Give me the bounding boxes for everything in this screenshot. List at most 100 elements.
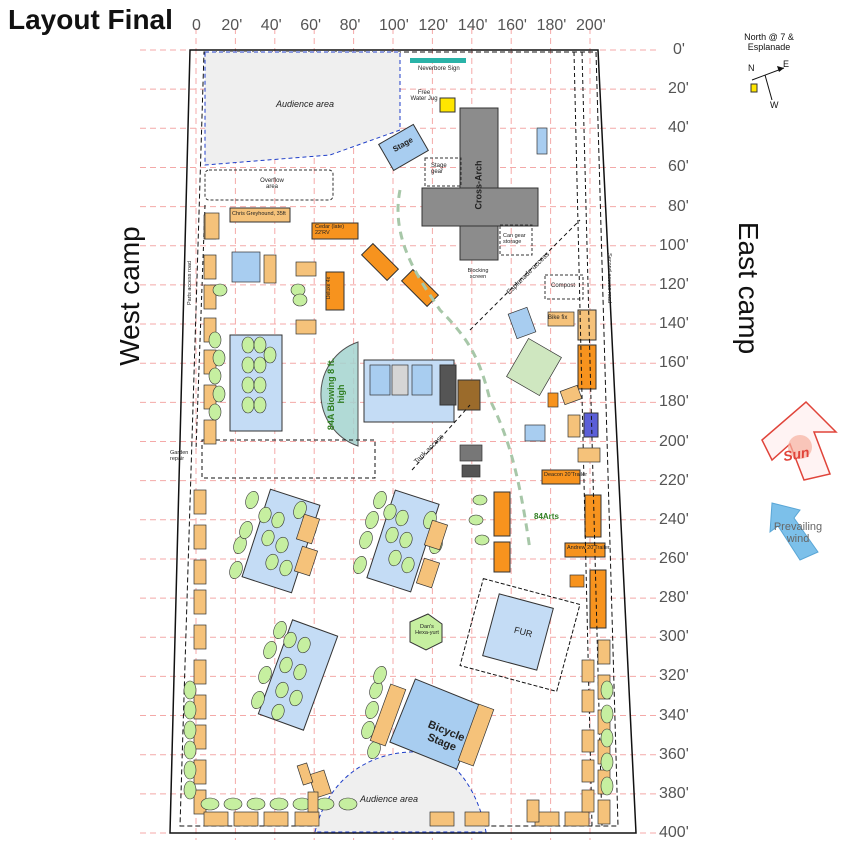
y-tick-label: 20' — [668, 80, 689, 98]
car-nw — [204, 212, 220, 240]
audience-area-top — [204, 51, 401, 166]
orange-small — [569, 574, 585, 588]
car-east-inner — [581, 729, 595, 753]
pod — [183, 740, 197, 760]
bike-fix-box — [547, 311, 575, 327]
water-jug-icon — [439, 97, 456, 113]
y-tick-label: 180' — [659, 393, 689, 411]
car-bottom — [464, 811, 490, 827]
west-camp-label: West camp — [113, 226, 145, 366]
tan-box — [307, 791, 319, 813]
y-tick-label: 360' — [659, 745, 689, 763]
lounge-pod — [395, 509, 409, 527]
pod — [183, 680, 197, 700]
east-trailer-1 — [577, 344, 597, 390]
y-tick-label: 0' — [673, 41, 685, 58]
tank-access — [411, 404, 471, 471]
chris-label: Chris Greyhound, 35ft — [232, 211, 286, 217]
biowing-label: 84A Biowing 8 ft. high — [326, 357, 346, 431]
lounge-pod — [297, 636, 311, 654]
lounge-pod — [241, 396, 255, 414]
pod — [315, 797, 335, 811]
lounge-pod — [289, 689, 303, 707]
compass-n: N — [748, 63, 755, 73]
items-layer — [183, 127, 614, 827]
pod — [212, 283, 228, 297]
pod — [365, 700, 379, 720]
car-bottom-inner — [526, 799, 540, 823]
pod — [263, 640, 277, 660]
tan-box — [415, 557, 441, 589]
blue-small — [524, 424, 546, 442]
car-bottom — [263, 811, 289, 827]
x-tick-label: 120' — [418, 17, 449, 34]
compass-e: E — [783, 59, 790, 69]
lounge-pod — [241, 356, 255, 374]
pod — [208, 367, 222, 385]
pod — [600, 776, 614, 796]
pod — [353, 555, 367, 575]
pod — [183, 760, 197, 780]
pod — [292, 293, 308, 307]
walk-path — [396, 189, 532, 551]
pod — [239, 520, 253, 540]
car-west — [203, 254, 217, 280]
pod — [200, 797, 220, 811]
can-gear-label: Can gear storage — [503, 233, 526, 245]
lounge-pod — [253, 376, 267, 394]
map-title: Layout Final — [8, 4, 173, 35]
wind-arrow-icon — [769, 502, 819, 561]
y-tick-label: 200' — [659, 432, 689, 450]
car-bottom — [294, 811, 320, 827]
long-bar — [369, 683, 407, 747]
east-trailer-3 — [584, 494, 602, 538]
lounge-pod — [263, 346, 277, 364]
tan-box — [423, 519, 449, 551]
stage-gear-box — [424, 157, 462, 187]
y-tick-label: 320' — [659, 667, 689, 685]
can-gear-box — [499, 224, 533, 256]
kitchen-unit — [439, 364, 457, 406]
orange-rv-1 — [360, 242, 400, 282]
cross-arch-label: Cross-Arch — [473, 160, 484, 210]
x-tick-label: 180' — [536, 17, 567, 34]
room-3 — [411, 364, 433, 396]
bike-fix-label: Bike fix — [548, 315, 568, 321]
lounge-pod — [241, 376, 255, 394]
audience-area-bottom — [314, 751, 487, 833]
car-west — [193, 589, 207, 615]
compass-icon — [750, 66, 785, 101]
tank-small-2 — [461, 464, 481, 478]
east-blue-box — [583, 412, 599, 438]
y-tick-label: 300' — [659, 628, 689, 646]
pod — [208, 331, 222, 349]
neverbore-sign-bar — [410, 58, 466, 63]
pod — [472, 494, 488, 506]
y-tick-label: 80' — [668, 197, 689, 215]
chris-bus — [229, 207, 291, 223]
x-tick-label: 160' — [497, 17, 527, 34]
arts-trailer — [493, 491, 511, 537]
pod — [365, 510, 379, 530]
car-east-inner — [581, 659, 595, 683]
pod — [269, 797, 289, 811]
cedar-rv — [311, 222, 359, 240]
car-west — [193, 559, 207, 585]
car-bottom — [203, 811, 229, 827]
garden-label: Garden repair — [170, 450, 189, 462]
pod — [293, 500, 307, 520]
cross-arch-vertical — [459, 107, 499, 261]
car-east-inner — [581, 789, 595, 813]
pod — [229, 560, 243, 580]
east-trailer-2 — [541, 469, 581, 485]
lounge-pod — [253, 336, 267, 354]
y-tick-label: 400' — [659, 824, 689, 841]
audience-label-top: Audience area — [276, 99, 335, 109]
lounge-pod — [279, 656, 293, 674]
fur-dashed-frame — [459, 577, 581, 693]
stage-gear-label: Stage gear — [431, 163, 447, 175]
east-trailer-5 — [589, 569, 607, 629]
x-tick-label: 20' — [221, 17, 243, 34]
lounge-pod — [275, 536, 289, 554]
